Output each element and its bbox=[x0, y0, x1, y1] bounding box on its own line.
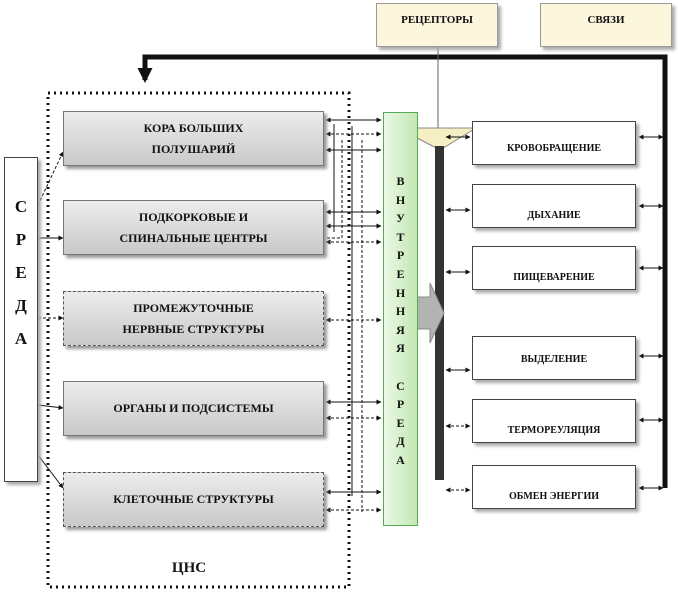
internal-env-gap bbox=[399, 358, 402, 377]
cns-box-line: СПИНАЛЬНЫЕ ЦЕНТРЫ bbox=[119, 230, 268, 245]
cns-box-line: КЛЕТОЧНЫЕ СТРУКТУРЫ bbox=[113, 492, 274, 506]
environment-letter: Е bbox=[15, 263, 27, 282]
environment-letter: Д bbox=[15, 296, 27, 315]
cns-box-line: ОРГАНЫ И ПОДСИСТЕМЫ bbox=[113, 401, 274, 415]
environment-label: С Р Е Д А bbox=[4, 190, 38, 355]
environment-letter: А bbox=[14, 329, 28, 348]
organ-excretion: ВЫДЕЛЕНИЕ bbox=[472, 336, 636, 380]
receptors-box: РЕЦЕПТОРЫ bbox=[376, 3, 498, 47]
internal-env-letter: В bbox=[396, 174, 405, 188]
organ-digestion: ПИЩЕВАРЕНИЕ bbox=[472, 246, 636, 290]
cns-box-line: ПРОМЕЖУТОЧНЫЕ bbox=[133, 300, 254, 315]
cns-dotted-frame bbox=[46, 91, 351, 589]
internal-env-letter: Е bbox=[396, 266, 405, 281]
cns-box-organs: ОРГАНЫ И ПОДСИСТЕМЫ bbox=[63, 381, 324, 436]
internal-arrow bbox=[416, 282, 445, 344]
links-label: СВЯЗИ bbox=[587, 14, 625, 26]
internal-env-letter: Т bbox=[396, 229, 405, 244]
internal-environment-label: В Н У Т Р Е Н Н Я Я С Р Е Д А bbox=[383, 172, 418, 470]
feedback-line bbox=[137, 54, 668, 488]
organ-label: ДЫХАНИЕ bbox=[527, 210, 581, 221]
organ-label: ТЕРМОРЕУЛЯЦИЯ bbox=[507, 425, 601, 436]
receptors-label: РЕЦЕПТОРЫ bbox=[401, 14, 473, 26]
internal-env-letter: Я bbox=[396, 341, 405, 356]
cns-label: ЦНС bbox=[171, 560, 207, 576]
cns-box-cortex: КОРА БОЛЬШИХ ПОЛУШАРИЙ bbox=[63, 111, 324, 166]
internal-env-letter: У bbox=[396, 211, 405, 226]
cns-box-line: ПОДКОРКОВЫЕ И bbox=[138, 209, 249, 224]
cns-box-line: НЕРВНЫЕ СТРУКТУРЫ bbox=[122, 321, 265, 336]
organ-label: ОБМЕН ЭНЕРГИИ bbox=[508, 491, 600, 502]
internal-env-letter: Р bbox=[396, 397, 405, 412]
links-box: СВЯЗИ bbox=[540, 3, 672, 47]
organ-respiration: ДЫХАНИЕ bbox=[472, 184, 636, 228]
organ-circulation: КРОВОБРАЩЕНИЕ bbox=[472, 121, 636, 165]
internal-env-letter: Д bbox=[396, 434, 405, 449]
internal-env-letter: Н bbox=[395, 192, 406, 207]
internal-env-letter: Н bbox=[395, 304, 406, 319]
cns-box-intermediate: ПРОМЕЖУТОЧНЫЕ НЕРВНЫЕ СТРУКТУРЫ bbox=[63, 291, 324, 346]
environment-letter: Р bbox=[15, 230, 27, 249]
organ-label: ПИЩЕВАРЕНИЕ bbox=[513, 272, 595, 283]
environment-letter: С bbox=[14, 197, 28, 216]
cns-box-subcortical: ПОДКОРКОВЫЕ И СПИНАЛЬНЫЕ ЦЕНТРЫ bbox=[63, 200, 324, 255]
organ-label: КРОВОБРАЩЕНИЕ bbox=[506, 143, 602, 154]
cns-box-line: ПОЛУШАРИЙ bbox=[151, 141, 236, 156]
internal-environment-box bbox=[383, 112, 418, 526]
internal-env-letter: Я bbox=[396, 322, 405, 337]
internal-env-letter: Р bbox=[396, 248, 405, 263]
organ-thermoregulation: ТЕРМОРЕУЛЯЦИЯ bbox=[472, 399, 636, 443]
cns-box-cellular: КЛЕТОЧНЫЕ СТРУКТУРЫ bbox=[63, 472, 324, 527]
internal-env-letter: Н bbox=[395, 285, 406, 300]
cns-box-line: КОРА БОЛЬШИХ bbox=[143, 120, 244, 135]
internal-env-letter: С bbox=[396, 378, 405, 393]
internal-env-letter: Е bbox=[396, 415, 405, 430]
organ-label: ВЫДЕЛЕНИЕ bbox=[520, 354, 588, 365]
environment-box bbox=[4, 157, 38, 482]
internal-env-letter: А bbox=[396, 452, 405, 467]
organ-energy-exchange: ОБМЕН ЭНЕРГИИ bbox=[472, 465, 636, 509]
